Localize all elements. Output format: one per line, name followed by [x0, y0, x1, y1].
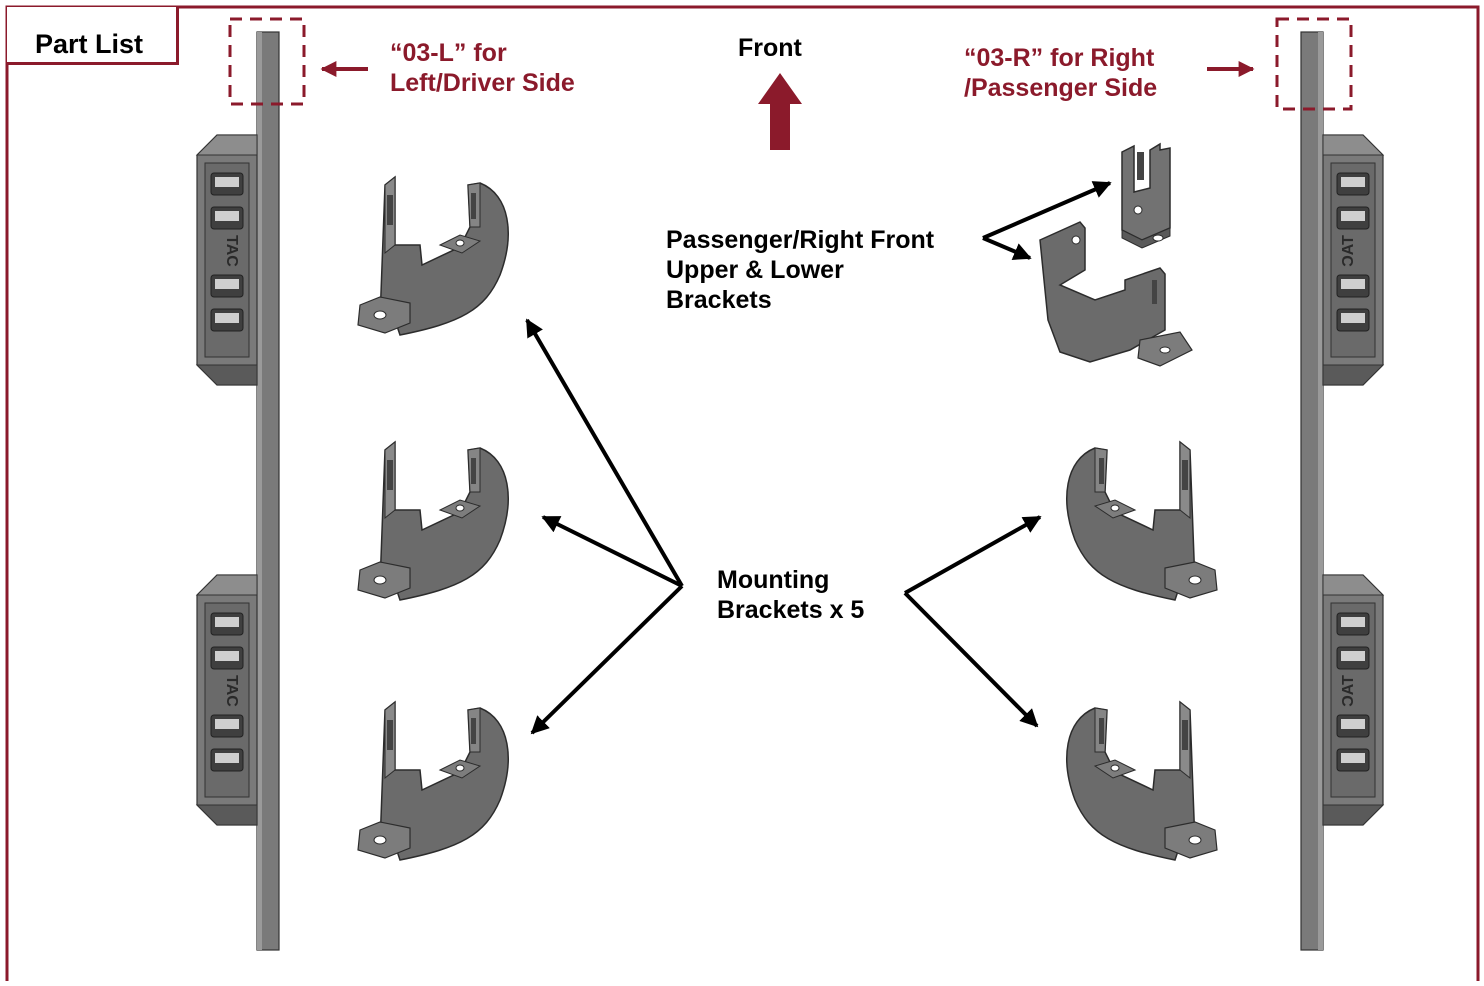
right-rail-tag-label: “03-R” for Right /Passenger Side	[964, 44, 1158, 102]
right-bracket-2	[1066, 701, 1218, 861]
passenger-front-lower-bracket	[1039, 221, 1193, 367]
mounting-brackets-label: Mounting Brackets x 5	[717, 566, 865, 624]
front-arrow-icon	[758, 73, 802, 150]
outer-frame	[5, 5, 1480, 981]
right-bracket-1	[1066, 441, 1218, 601]
mounting-bracket-callouts	[525, 318, 1042, 735]
left-running-board	[196, 31, 280, 951]
part-list-title-box: Part List	[7, 7, 179, 65]
left-rail-tag-label: “03-L” for Left/Driver Side	[390, 39, 575, 97]
front-label: Front	[738, 34, 802, 62]
left-bracket-2	[357, 441, 509, 601]
left-bracket-1	[357, 176, 509, 336]
left-bracket-3	[357, 701, 509, 861]
page-title: Part List	[35, 29, 144, 59]
passenger-bracket-callouts	[982, 181, 1112, 260]
passenger-front-brackets-label: Passenger/Right Front Upper & Lower Brac…	[666, 226, 935, 314]
right-running-board	[1300, 31, 1384, 951]
passenger-front-upper-bracket	[1121, 142, 1171, 249]
right-tag-highlight	[1275, 17, 1353, 111]
